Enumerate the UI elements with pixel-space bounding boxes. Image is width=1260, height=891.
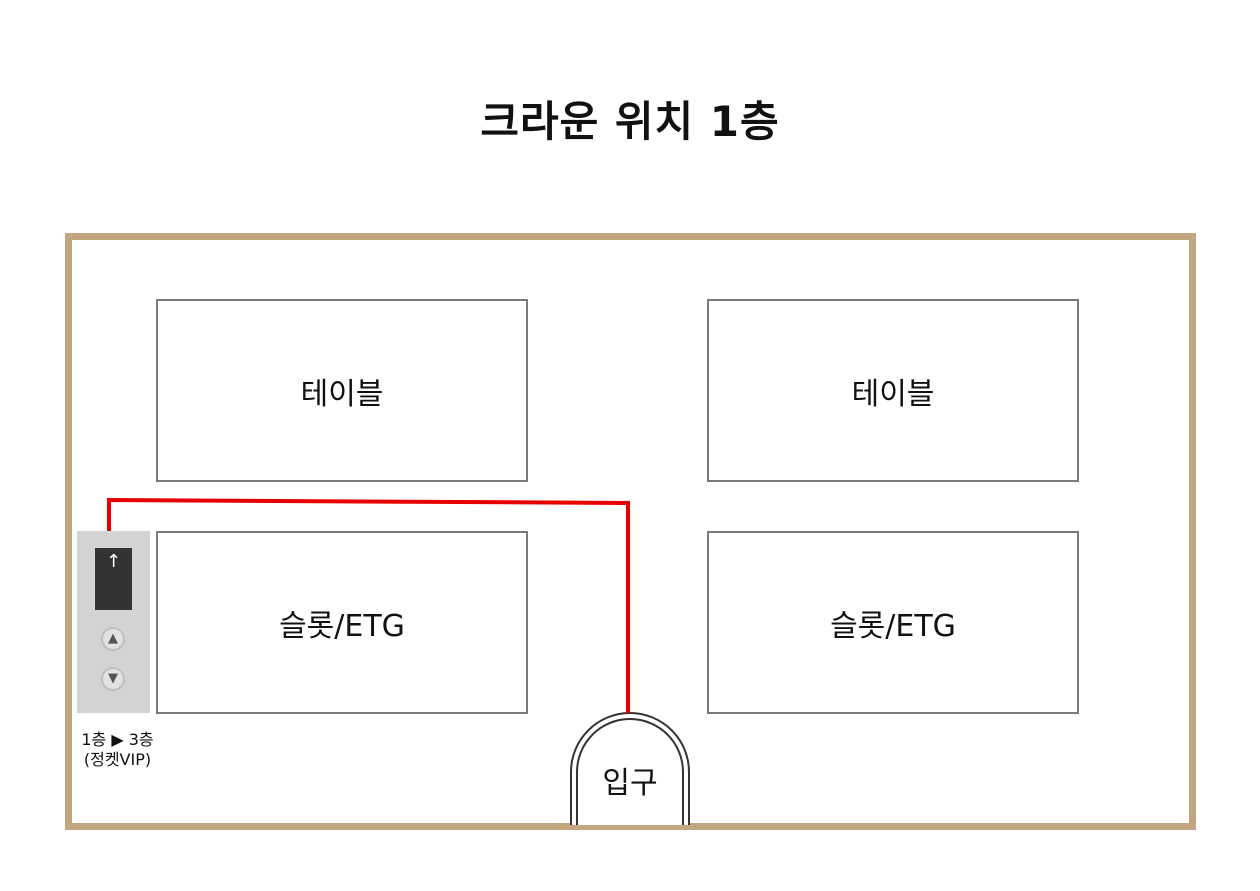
elevator-down-button-icon: ▼: [101, 667, 125, 691]
elevator-note-floors: 1층 ▶ 3층: [81, 730, 154, 749]
elevator-note-vip: (정켓VIP): [83, 750, 152, 769]
slot-etg-area-right: 슬롯/ETG: [707, 531, 1079, 714]
entrance-label: 입구: [576, 718, 684, 825]
elevator-door-up-arrow-icon: ↑: [95, 548, 132, 610]
elevator-note: 1층 ▶ 3층 (정켓VIP): [60, 730, 175, 770]
elevator: ↑ ▲ ▼: [77, 531, 150, 713]
slot-etg-area-left: 슬롯/ETG: [156, 531, 528, 714]
table-area-right: 테이블: [707, 299, 1079, 482]
elevator-up-button-icon: ▲: [101, 627, 125, 651]
page-title: 크라운 위치 1층: [480, 97, 780, 146]
table-area-left: 테이블: [156, 299, 528, 482]
entrance-arch: 입구: [570, 712, 690, 825]
